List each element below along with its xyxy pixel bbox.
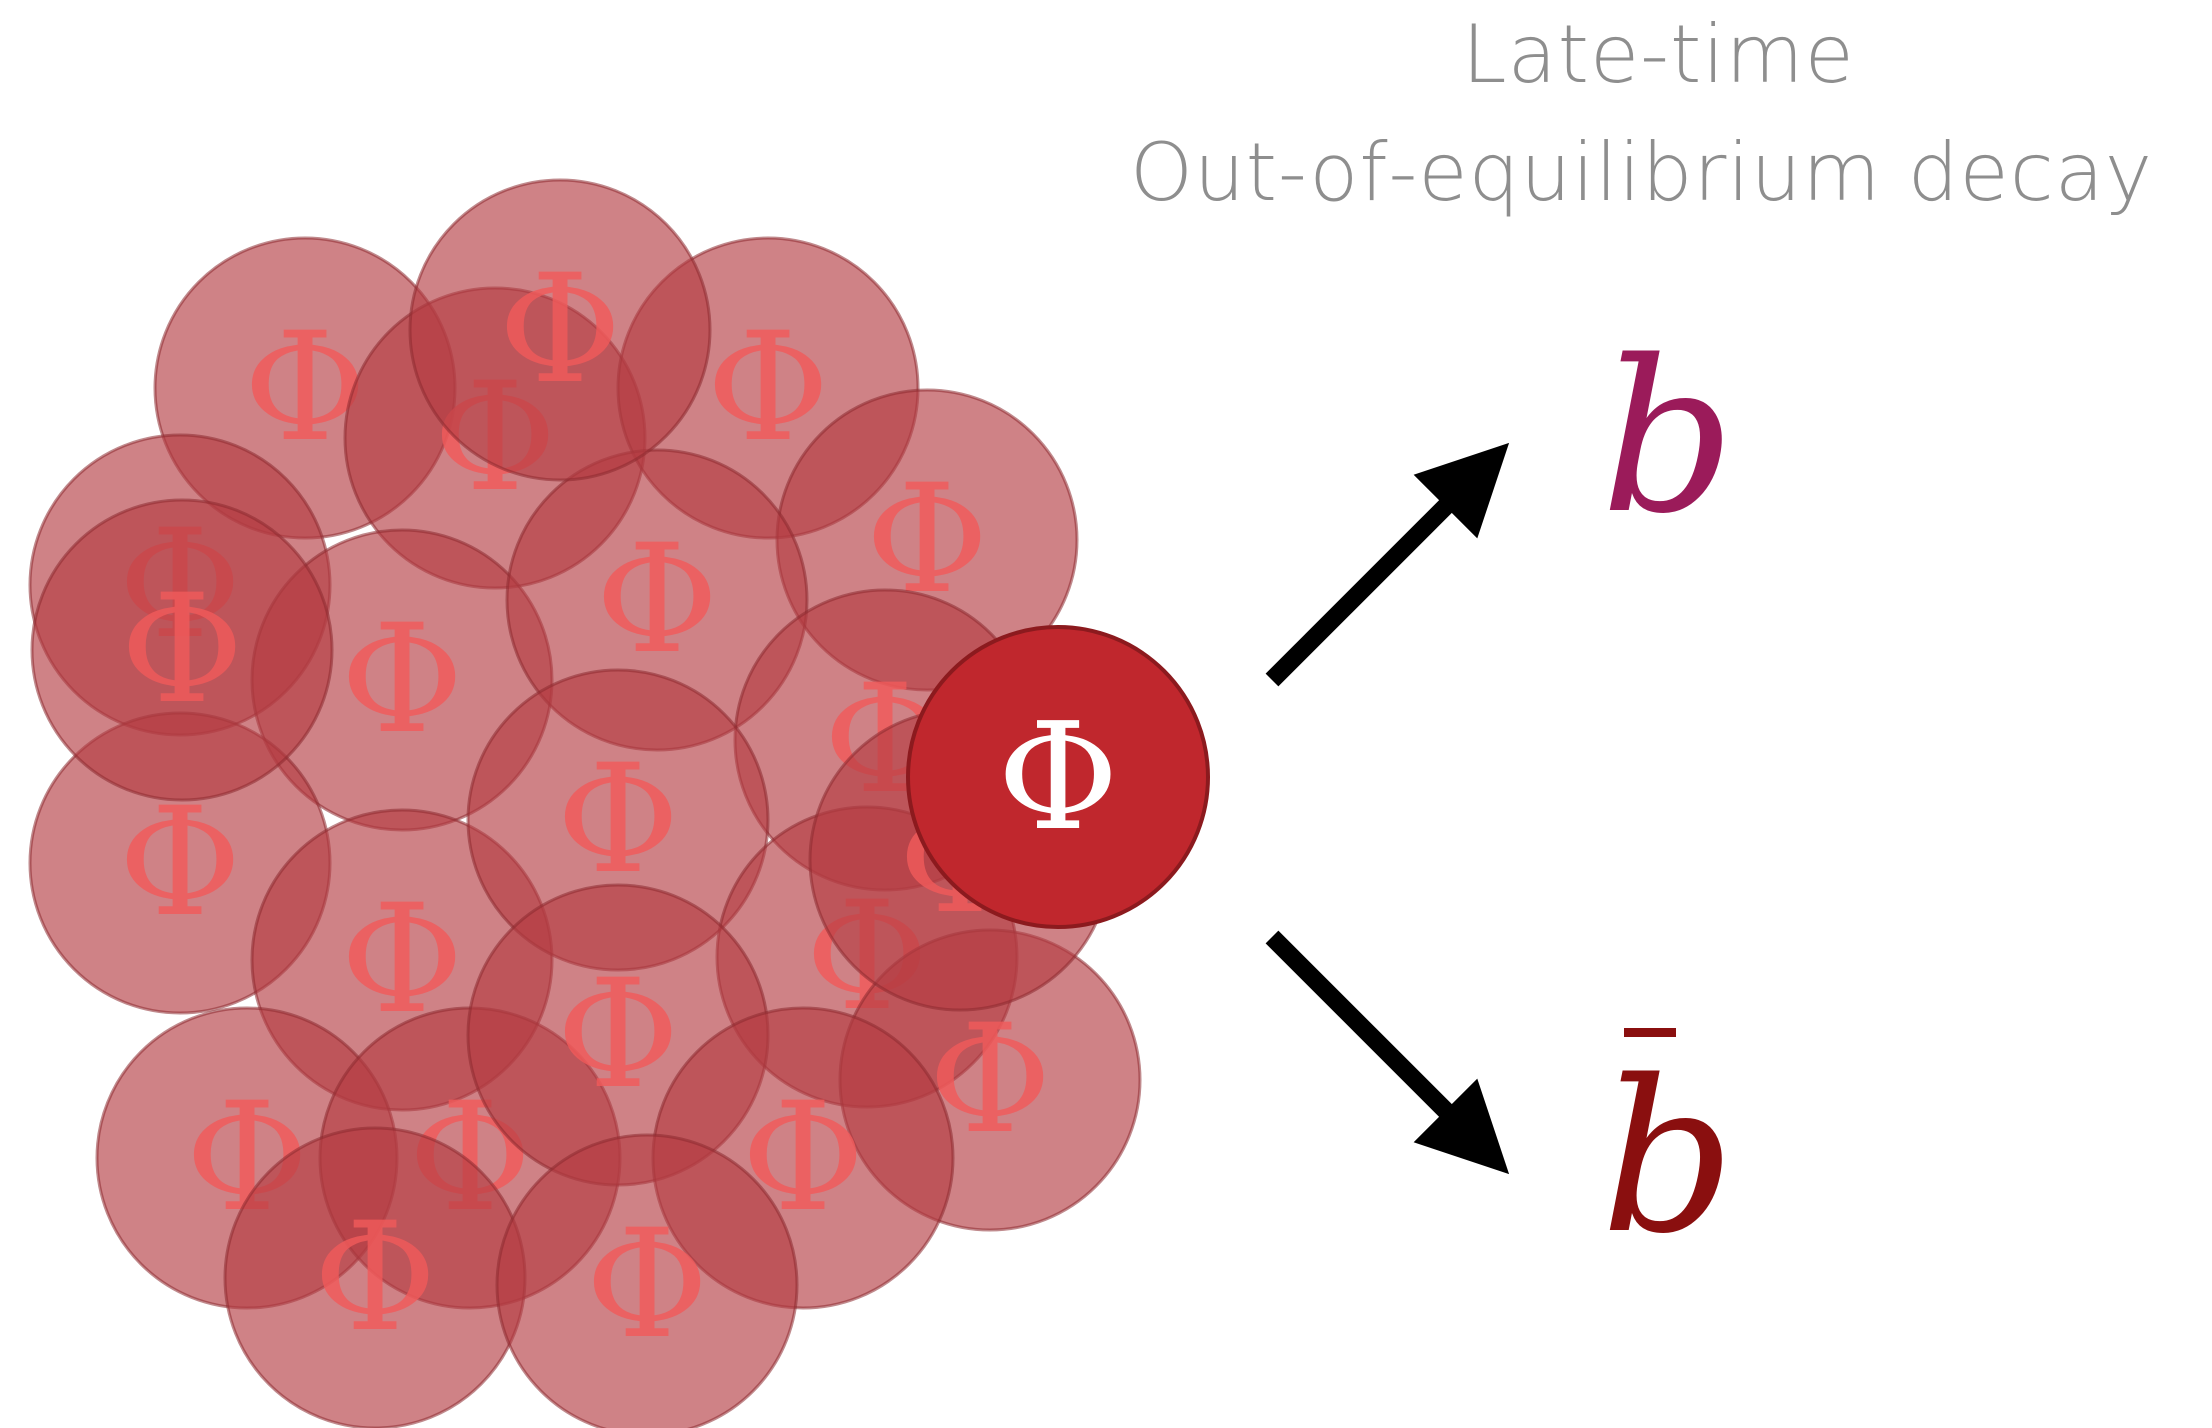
- cluster-particle-symbol: Φ: [557, 733, 680, 907]
- cluster-particle: Φ: [225, 1128, 525, 1428]
- cluster-particle-symbol: Φ: [314, 1191, 437, 1365]
- decaying-particle: Φ: [908, 627, 1208, 927]
- cluster-particle: Φ: [32, 500, 332, 800]
- cluster-particle-symbol: Φ: [121, 563, 244, 737]
- cluster-particle-symbol: Φ: [586, 1198, 709, 1372]
- decaying-particle-symbol: Φ: [997, 691, 1118, 863]
- cluster-particle-symbol: Φ: [557, 948, 680, 1122]
- cluster-particle: Φ: [410, 180, 710, 480]
- cluster-particle-symbol: Φ: [499, 243, 622, 417]
- product-b: b: [1601, 315, 1735, 560]
- product-b-bar: b: [1601, 1028, 1735, 1280]
- arrow-to-b: [1272, 462, 1490, 680]
- cluster-particle-symbol: Φ: [596, 513, 719, 687]
- cluster-particle-symbol: Φ: [119, 776, 242, 950]
- product-b-bar-letter: b: [1601, 1035, 1735, 1280]
- cluster-particle: Φ: [497, 1135, 797, 1428]
- cluster-particle-symbol: Φ: [341, 593, 464, 767]
- arrow-to-b-bar: [1272, 937, 1490, 1155]
